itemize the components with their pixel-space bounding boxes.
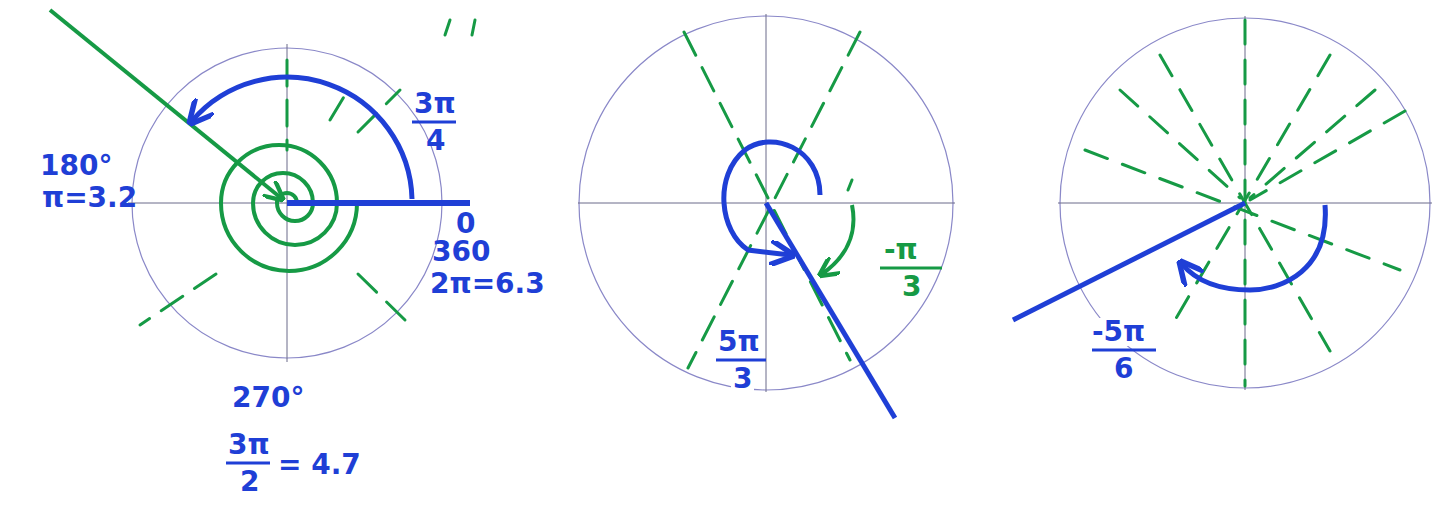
angle-label: 180° (38, 152, 114, 180)
fraction-numerator: -5π (1090, 318, 1147, 346)
fraction-denominator: 2 (238, 468, 261, 496)
fraction-denominator: 6 (1112, 355, 1135, 383)
unit-circle-three (1013, 16, 1432, 390)
angle-label: 2π=6.3 (428, 270, 547, 298)
angle-label: 270° (230, 384, 306, 412)
angle-label: 0 (454, 210, 477, 238)
unit-circle-one (50, 10, 475, 463)
angle-label: π=3.2 (40, 184, 139, 212)
fraction-numerator: 5π (716, 328, 762, 356)
angle-label: = 4.7 (276, 451, 363, 479)
unit-circle-two (578, 14, 955, 418)
fraction-numerator: 3π (412, 90, 458, 118)
fraction-denominator: 3 (731, 365, 754, 393)
angle-label: 360 (430, 238, 492, 266)
fraction-denominator: 3 (900, 273, 923, 301)
fraction-numerator: -π (882, 236, 920, 264)
fraction-denominator: 4 (424, 127, 447, 155)
fraction-numerator: 3π (226, 431, 272, 459)
